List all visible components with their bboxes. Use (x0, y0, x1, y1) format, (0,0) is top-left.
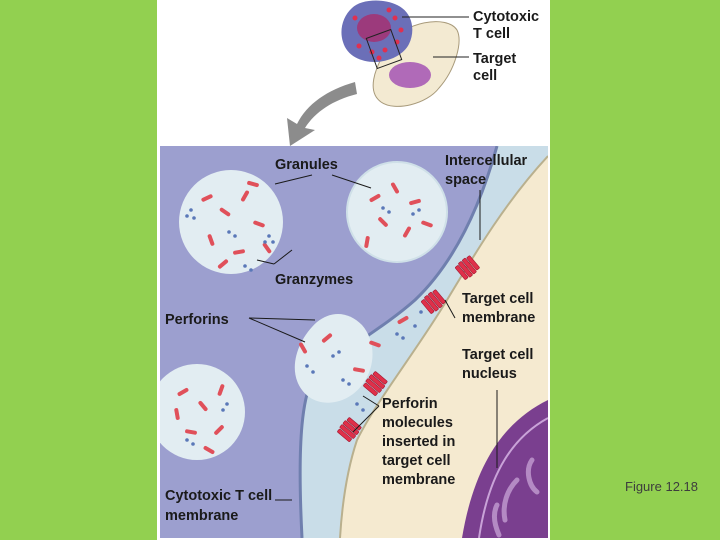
label-line: Perforin (382, 396, 438, 412)
label-perforin-molecules: Perforin molecules inserted in target ce… (382, 396, 455, 488)
label-line: membrane (165, 508, 238, 524)
fusing-granule (294, 314, 373, 403)
target-cell-membrane (339, 155, 548, 538)
zoom-arrow (287, 82, 357, 146)
cytotoxic-t-cell-diagram: Cytotoxic T cell Target cell Granules In… (160, 0, 548, 538)
figure-panel: Cytotoxic T cell Target cell Granules In… (157, 0, 550, 540)
label-line: Intercellular (445, 153, 528, 169)
main-illustration (160, 146, 548, 538)
label-line: Target cell (462, 291, 533, 307)
label-line: T cell (473, 26, 510, 42)
label-granzymes: Granzymes (275, 272, 353, 288)
label-target-cell-membrane: Target cell membrane (462, 291, 535, 326)
label-granules: Granules (275, 157, 338, 173)
label-intercellular-space: Intercellular space (445, 153, 528, 188)
granule (179, 170, 283, 274)
label-line: cell (473, 68, 497, 84)
label-line: nucleus (462, 366, 517, 382)
label-target-cell: Target cell (473, 51, 516, 84)
label-line: space (445, 172, 486, 188)
label-line: Target cell (462, 347, 533, 363)
label-line: inserted in (382, 434, 455, 450)
label-perforins: Perforins (165, 312, 229, 328)
label-line: molecules (382, 415, 453, 431)
inset-illustration (287, 0, 460, 146)
label-line: target cell (382, 453, 451, 469)
granule (346, 161, 448, 263)
target-cell-cytoplasm (340, 156, 548, 538)
inset-target-nucleus (389, 62, 431, 88)
label-line: Cytotoxic (473, 9, 539, 25)
label-line: membrane (462, 310, 535, 326)
label-line: Cytotoxic T cell (165, 488, 272, 504)
inset-t-cell-nucleus (357, 14, 391, 42)
inset-zoom-box (365, 28, 403, 70)
label-line: membrane (382, 472, 455, 488)
label-cytotoxic-t-cell-membrane: Cytotoxic T cell membrane (165, 488, 272, 524)
label-cytotoxic-t-cell: Cytotoxic T cell (473, 9, 539, 42)
label-target-cell-nucleus: Target cell nucleus (462, 347, 533, 382)
figure-caption: Figure 12.18 (625, 479, 698, 494)
label-line: Target (473, 51, 516, 67)
